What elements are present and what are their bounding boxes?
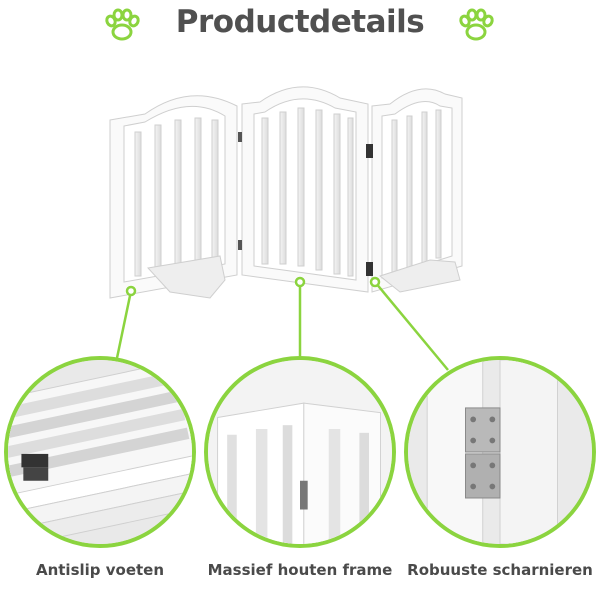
gate-product-image bbox=[100, 80, 480, 310]
wooden-frame-detail-image bbox=[204, 356, 396, 548]
feature-label-antislip: Antislip voeten bbox=[35, 561, 165, 579]
paw-icon-right bbox=[456, 8, 496, 44]
gate-feet-detail-image bbox=[4, 356, 196, 548]
hinge-detail-image bbox=[404, 356, 596, 548]
feature-label-frame: Massief houten frame bbox=[207, 561, 393, 579]
feature-label-hinges: Robuuste scharnieren bbox=[407, 561, 593, 579]
page-title: Productdetails bbox=[175, 4, 425, 40]
paw-icon-left bbox=[102, 8, 142, 44]
